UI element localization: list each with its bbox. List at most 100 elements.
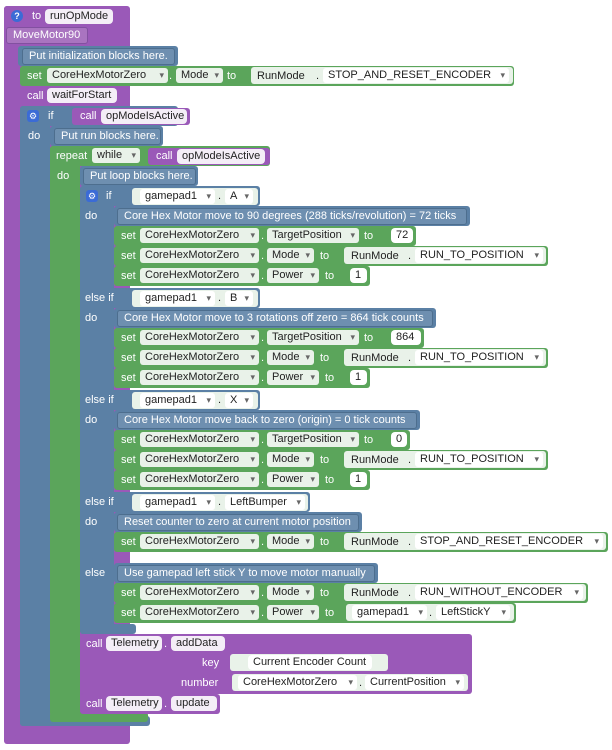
motor-dropdown[interactable]: CoreHexMotorZero	[140, 452, 259, 467]
motor-dropdown[interactable]: CoreHexMotorZero	[140, 432, 259, 447]
comment-else[interactable]: Use gamepad left stick Y to move motor m…	[117, 565, 375, 582]
value-864[interactable]: 864	[391, 330, 421, 345]
motor-dropdown[interactable]: CoreHexMotorZero	[140, 585, 259, 600]
motor-dropdown[interactable]: CoreHexMotorZero	[140, 228, 259, 243]
motor-dropdown[interactable]: CoreHexMotorZero	[140, 370, 259, 385]
comment-x[interactable]: Core Hex Motor move back to zero (origin…	[117, 412, 417, 429]
power-prop-dropdown[interactable]: Power	[267, 605, 319, 620]
position-motor-dropdown[interactable]: CoreHexMotorZero	[238, 675, 357, 690]
button-lb-dropdown[interactable]: LeftBumper	[225, 495, 305, 510]
if-active-spine	[20, 106, 50, 726]
opmode-active-name[interactable]: opModeIsActive	[101, 109, 187, 124]
if-else-foot	[80, 624, 136, 634]
dot-sep: .	[359, 677, 363, 689]
value-1[interactable]: 1	[350, 370, 367, 385]
value-72[interactable]: 72	[391, 228, 413, 243]
telemetry-update[interactable]: update	[171, 696, 217, 711]
runmode-value[interactable]: RUN_TO_POSITION	[415, 452, 543, 467]
comment-lb[interactable]: Reset counter to zero at current motor p…	[117, 514, 359, 531]
repeat-mode-dropdown[interactable]: while	[92, 148, 140, 163]
target-prop-dropdown[interactable]: TargetPosition	[267, 330, 359, 345]
runmode-value[interactable]: STOP_AND_RESET_ENCODER	[415, 534, 603, 549]
gamepad-dropdown[interactable]: gamepad1	[140, 189, 215, 204]
value-1[interactable]: 1	[350, 472, 367, 487]
position-prop-dropdown[interactable]: CurrentPosition	[365, 675, 464, 690]
init-enum-value[interactable]: STOP_AND_RESET_ENCODER	[323, 68, 509, 83]
procedure-comment[interactable]: MoveMotor90	[6, 27, 88, 44]
do-lb-label: do	[85, 516, 98, 528]
value-0[interactable]: 0	[391, 432, 407, 447]
loop-opmode-name[interactable]: opModeIsActive	[177, 149, 265, 164]
mode-prop-dropdown[interactable]: Mode	[267, 248, 314, 263]
if-label: if	[48, 110, 54, 122]
button-x-dropdown[interactable]: X	[225, 393, 253, 408]
dot-sep: .	[261, 230, 265, 242]
telemetry-update-call-label: call	[86, 698, 103, 710]
telemetry-update-name[interactable]: Telemetry	[106, 696, 162, 711]
power-prop-dropdown[interactable]: Power	[267, 268, 319, 283]
stick-dropdown[interactable]: LeftStickY	[436, 605, 510, 620]
mode-prop-dropdown[interactable]: Mode	[267, 350, 314, 365]
else-if-b-label: else if	[85, 292, 114, 304]
motor-dropdown[interactable]: CoreHexMotorZero	[140, 350, 259, 365]
button-b-dropdown[interactable]: B	[225, 291, 253, 306]
to-label: to	[320, 454, 330, 466]
to-label: to	[325, 607, 335, 619]
motor-dropdown[interactable]: CoreHexMotorZero	[140, 268, 259, 283]
dot-sep: .	[218, 394, 222, 406]
comment-a[interactable]: Core Hex Motor move to 90 degrees (288 t…	[117, 208, 467, 225]
value-1[interactable]: 1	[350, 268, 367, 283]
motor-dropdown[interactable]: CoreHexMotorZero	[140, 330, 259, 345]
wait-name[interactable]: waitForStart	[47, 88, 117, 103]
repeat-spine	[50, 146, 80, 716]
motor-dropdown[interactable]: CoreHexMotorZero	[140, 472, 259, 487]
motor-dropdown[interactable]: CoreHexMotorZero	[140, 534, 259, 549]
init-comment[interactable]: Put initialization blocks here.	[22, 48, 175, 65]
power-prop-dropdown[interactable]: Power	[267, 370, 319, 385]
if-else-block[interactable]	[80, 186, 114, 634]
motor-dropdown[interactable]: CoreHexMotorZero	[140, 605, 259, 620]
dot-sep: .	[408, 536, 412, 548]
loop-comment[interactable]: Put loop blocks here.	[83, 168, 196, 185]
telemetry-name[interactable]: Telemetry	[106, 636, 162, 651]
dot-sep: .	[408, 250, 412, 262]
number-label: number	[181, 677, 219, 689]
help-icon[interactable]: ?	[11, 10, 23, 22]
gamepad-dropdown[interactable]: gamepad1	[140, 495, 215, 510]
gear-icon[interactable]: ⚙	[86, 190, 98, 202]
init-motor-dropdown[interactable]: CoreHexMotorZero	[47, 68, 168, 83]
gamepad-dropdown[interactable]: gamepad1	[140, 393, 215, 408]
procedure-name-field[interactable]: runOpMode	[45, 9, 113, 24]
dot-sep: .	[261, 474, 265, 486]
telemetry-adddata[interactable]: addData	[171, 636, 225, 651]
runmode-value[interactable]: RUN_TO_POSITION	[415, 350, 543, 365]
runmode-value[interactable]: RUN_WITHOUT_ENCODER	[415, 585, 583, 600]
dot-sep: .	[261, 270, 265, 282]
run-comment[interactable]: Put run blocks here.	[54, 128, 161, 145]
to-label: to	[325, 372, 335, 384]
telemetry-call-label: call	[86, 638, 103, 650]
gear-icon[interactable]: ⚙	[27, 110, 39, 122]
to-label: to	[325, 474, 335, 486]
target-prop-dropdown[interactable]: TargetPosition	[267, 228, 359, 243]
loop-call-label: call	[156, 150, 173, 162]
dot-sep: .	[316, 70, 320, 82]
dot-sep: .	[408, 352, 412, 364]
dot-sep: .	[261, 372, 265, 384]
dot-sep: .	[218, 292, 222, 304]
dot-sep: .	[261, 587, 265, 599]
mode-prop-dropdown[interactable]: Mode	[267, 452, 314, 467]
runmode-value[interactable]: RUN_TO_POSITION	[415, 248, 543, 263]
gamepad-dropdown[interactable]: gamepad1	[352, 605, 427, 620]
mode-prop-dropdown[interactable]: Mode	[267, 534, 314, 549]
gamepad-dropdown[interactable]: gamepad1	[140, 291, 215, 306]
target-prop-dropdown[interactable]: TargetPosition	[267, 432, 359, 447]
mode-prop-dropdown[interactable]: Mode	[267, 585, 314, 600]
init-prop-dropdown[interactable]: Mode	[176, 68, 223, 83]
dot-sep: .	[261, 536, 265, 548]
button-a-dropdown[interactable]: A	[225, 189, 253, 204]
power-prop-dropdown[interactable]: Power	[267, 472, 319, 487]
comment-b[interactable]: Core Hex Motor move to 3 rotations off z…	[117, 310, 433, 327]
key-value[interactable]: Current Encoder Count	[248, 655, 372, 670]
motor-dropdown[interactable]: CoreHexMotorZero	[140, 248, 259, 263]
